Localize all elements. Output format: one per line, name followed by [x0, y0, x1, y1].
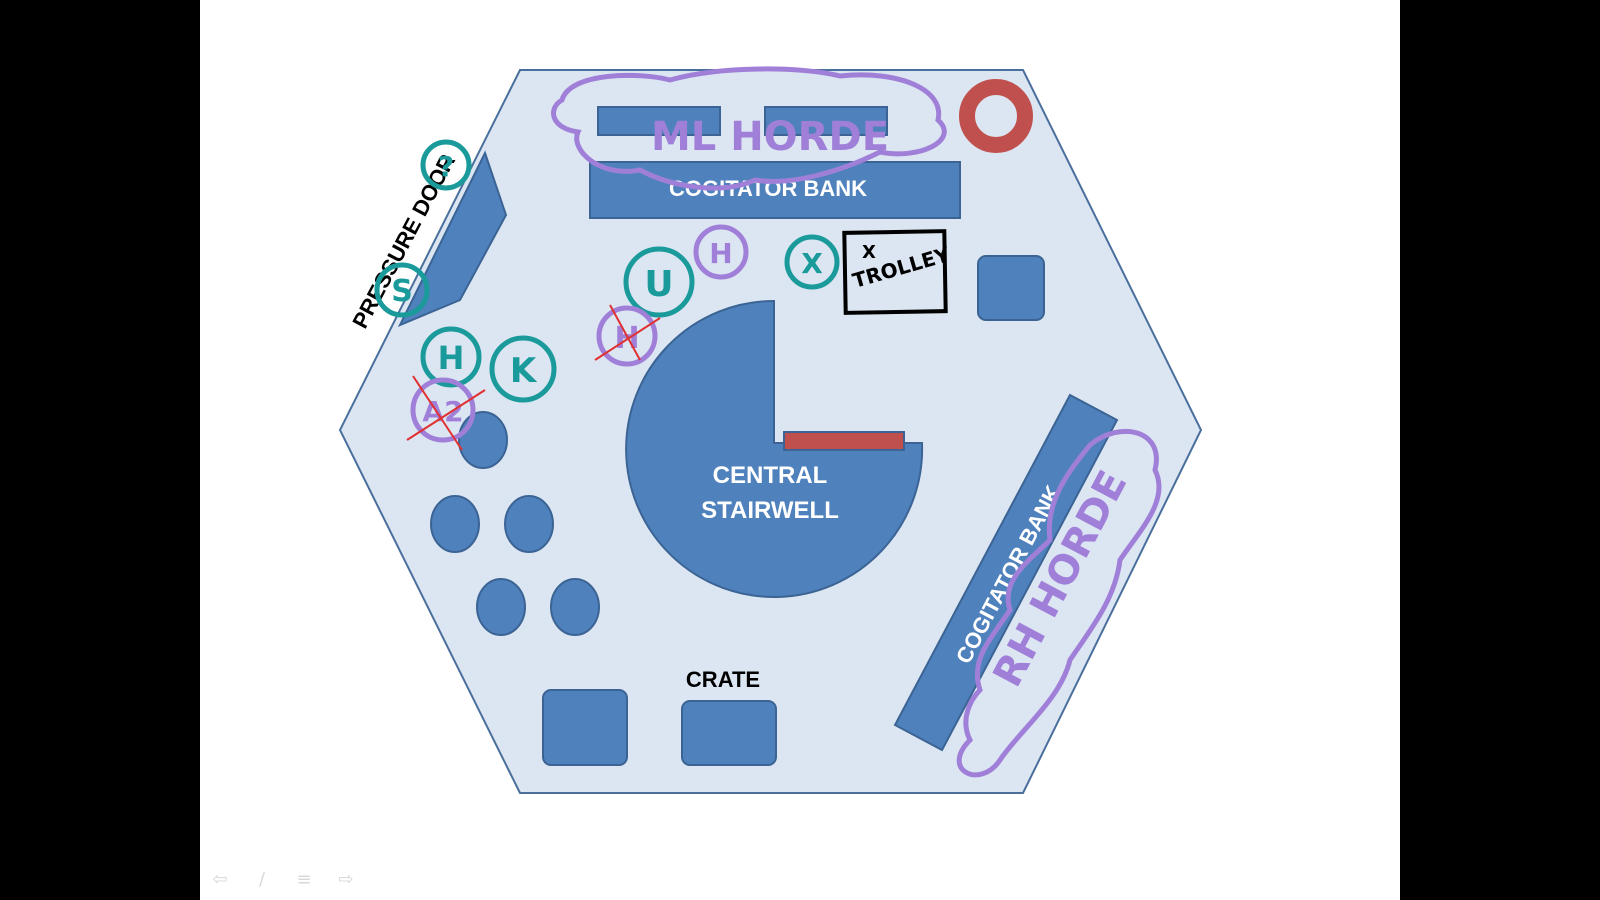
menu-icon[interactable]: ≡	[296, 869, 312, 890]
token-door-bottom: S	[374, 262, 430, 318]
barrel	[504, 495, 554, 553]
token-h-left: H	[420, 326, 482, 388]
barrel	[476, 578, 526, 636]
next-slide-icon[interactable]: ⇨	[338, 869, 354, 890]
token-u: U	[623, 246, 695, 318]
crate-left	[542, 689, 628, 766]
floor-plan-map: COGITATOR BANK PRESSURE DOOR CENTRAL STA…	[338, 66, 1203, 794]
svg-text:H: H	[438, 339, 465, 377]
cogitator-bank-top	[589, 161, 961, 219]
square-block-right	[977, 255, 1045, 321]
token-door-top: ?	[420, 139, 472, 191]
svg-text:H: H	[709, 237, 732, 270]
console-top-right	[764, 106, 888, 136]
token-h-purple: H	[693, 224, 749, 280]
ml-horde-label: ML HORDE	[651, 114, 889, 160]
central-stairwell	[625, 299, 924, 598]
svg-text:X: X	[801, 247, 823, 280]
slide: COGITATOR BANK PRESSURE DOOR CENTRAL STA…	[200, 0, 1400, 900]
svg-text:?: ?	[438, 150, 454, 183]
barrel	[430, 495, 480, 553]
rh-horde-cloud	[956, 428, 1162, 778]
token-k: K	[489, 335, 557, 403]
central-stairwell-label-line2: STAIRWELL	[701, 497, 839, 524]
token-crossed-h: H	[594, 304, 661, 367]
barrel	[458, 411, 508, 469]
stairwell-red-bar	[783, 431, 905, 451]
token-crossed-a2: A2	[406, 375, 486, 451]
barrel	[550, 578, 600, 636]
crate-label: CRATE	[686, 667, 760, 692]
pen-icon[interactable]: ∕	[258, 869, 266, 890]
svg-text:U: U	[644, 264, 673, 305]
trolley-box	[842, 229, 948, 315]
central-stairwell-label-line1: CENTRAL	[713, 462, 828, 489]
svg-text:S: S	[391, 274, 413, 309]
slideshow-nav: ⇦ ∕ ≡ ⇨	[208, 868, 358, 892]
ml-horde-cloud	[551, 66, 947, 191]
trolley-x-label: X	[862, 242, 876, 263]
crate-right	[681, 700, 777, 766]
token-x-teal: X	[784, 234, 840, 290]
red-ring-marker	[959, 79, 1033, 153]
svg-text:K: K	[510, 351, 538, 391]
console-top-left	[597, 106, 721, 136]
previous-slide-icon[interactable]: ⇦	[212, 869, 228, 890]
